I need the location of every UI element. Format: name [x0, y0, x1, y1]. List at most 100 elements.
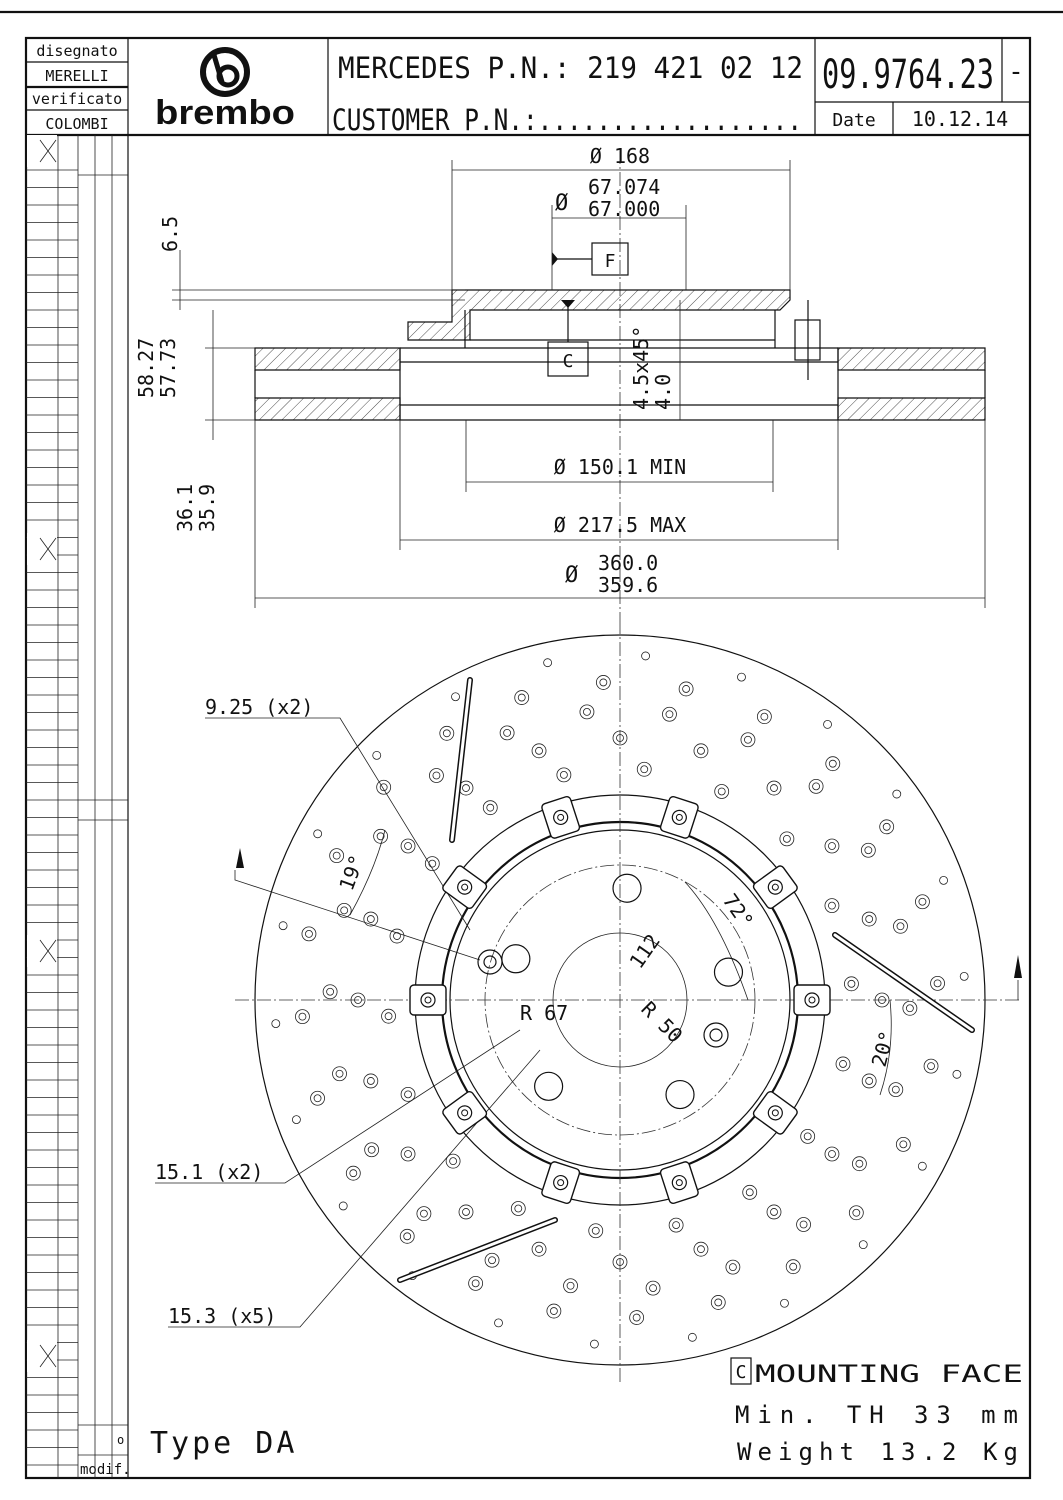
margin-cross-cell	[27, 1340, 57, 1372]
drill-hole	[458, 1204, 474, 1220]
drill-hole-inner	[549, 1307, 558, 1315]
drill-hole-inner	[828, 901, 836, 910]
drill-hole	[714, 784, 730, 799]
drill-hole	[416, 1206, 432, 1222]
drill-hole-inner	[828, 1150, 836, 1158]
drill-hole	[310, 1090, 325, 1106]
drill-hole-inner	[714, 1298, 723, 1307]
drill-hole-inner	[770, 784, 778, 792]
callout-9-25: 9.25 (x2)	[205, 695, 313, 719]
drill-hole-inner	[745, 1188, 754, 1197]
drill-hole	[332, 1066, 347, 1082]
drill-hole-inner	[335, 1069, 344, 1078]
drill-hole-inner	[298, 1012, 307, 1021]
dim-dia-67-symbol: Ø	[555, 191, 568, 216]
dim-dia-360-symbol: Ø	[565, 563, 578, 588]
drill-hole-inner	[566, 1281, 575, 1290]
drill-hole	[636, 761, 652, 777]
drill-hole-inner	[789, 1262, 798, 1271]
drill-hole	[499, 725, 515, 741]
drill-hole	[546, 1303, 562, 1319]
drill-hole	[451, 692, 460, 702]
date-value: 10.12.14	[912, 107, 1008, 131]
drill-hole	[579, 704, 595, 720]
drill-hole-inner	[905, 1004, 914, 1013]
bolt-hole	[665, 1079, 695, 1110]
drill-hole-inner	[517, 693, 526, 702]
drill-hole	[301, 926, 317, 942]
drill-hole	[322, 984, 338, 1000]
drill-hole	[796, 1217, 811, 1232]
bolt-hole	[501, 944, 531, 974]
drill-hole-inner	[514, 1204, 523, 1213]
front-view: 9.25 (x2) 15.1 (x2) 15.3 (x5) 19° 72° 11…	[155, 620, 1022, 1385]
drill-hole-inner	[367, 1145, 376, 1154]
drill-hole	[835, 1056, 851, 1072]
drill-hole	[531, 743, 547, 759]
drill-hole	[808, 778, 824, 794]
drill-hole	[363, 1073, 379, 1089]
drill-hole	[930, 975, 945, 991]
type-label: Type DA	[150, 1426, 297, 1461]
drill-hole	[336, 902, 352, 918]
revision-margin-grid: modif. o	[26, 135, 131, 1478]
drill-hole	[484, 1252, 500, 1268]
drill-hole-inner	[384, 1012, 393, 1021]
margin-mark: o	[117, 1433, 124, 1447]
drill-hole	[641, 651, 650, 661]
drill-hole	[879, 819, 895, 835]
datum-c: C	[563, 351, 574, 372]
dim-6-5: 6.5	[158, 216, 182, 252]
drill-hole-inner	[449, 1157, 458, 1166]
drill-hole-inner	[616, 1258, 624, 1266]
drill-hole-inner	[462, 1208, 470, 1216]
drill-hole	[823, 720, 832, 729]
drill-hole	[923, 1058, 939, 1074]
bolt-hole	[713, 957, 744, 987]
drill-hole	[514, 690, 530, 705]
locator-hole-inner	[709, 1028, 723, 1042]
locator-hole-inner	[483, 955, 497, 969]
drill-hole	[588, 1223, 604, 1239]
drill-hole-inner	[839, 1060, 847, 1068]
drill-hole-inner	[717, 787, 726, 796]
drill-hole-inner	[803, 1132, 812, 1141]
drill-hole-inner	[744, 735, 752, 744]
drill-hole	[693, 743, 709, 759]
drill-hole-inner	[770, 1208, 778, 1216]
dim-dia-150: Ø 150.1 MIN	[554, 455, 686, 479]
drill-hole-inner	[899, 1140, 908, 1149]
drill-hole	[468, 1275, 484, 1291]
cross-mark-icon	[39, 939, 57, 963]
margin-cross-cell	[27, 135, 57, 167]
drill-hole-inner	[326, 987, 335, 996]
drill-hole-inner	[640, 765, 649, 774]
dim-chamfer-lower: 4.0	[651, 374, 675, 410]
notes: Type DA C MOUNTING FACE Min. TH 33 mm We…	[150, 1357, 1023, 1466]
drill-hole	[556, 767, 572, 783]
drill-hole-inner	[404, 1090, 412, 1099]
drill-hole-inner	[918, 897, 927, 906]
drill-hole-inner	[682, 685, 691, 693]
drill-hole-inner	[847, 979, 856, 988]
drill-hole	[389, 928, 405, 944]
drill-hole-inner	[535, 1245, 543, 1254]
datum-f: F	[605, 251, 616, 272]
dim-36-lower: 35.9	[195, 484, 219, 532]
drill-hole-inner	[313, 1094, 322, 1103]
drill-hole	[861, 911, 877, 927]
drill-hole	[892, 789, 902, 799]
drill-hole	[278, 921, 288, 931]
drill-hole-inner	[404, 842, 412, 850]
drill-hole	[350, 992, 366, 1008]
drill-hole-inner	[420, 1209, 428, 1218]
drill-hole	[693, 1241, 709, 1257]
drill-hole-inner	[864, 846, 873, 855]
drill-hole-inner	[366, 915, 375, 923]
drill-hole	[710, 1295, 726, 1310]
brake-slot-inner	[398, 1218, 557, 1282]
drill-hole	[824, 1146, 840, 1162]
drill-hole-inner	[882, 822, 891, 831]
margin-cross-cell	[27, 533, 57, 565]
